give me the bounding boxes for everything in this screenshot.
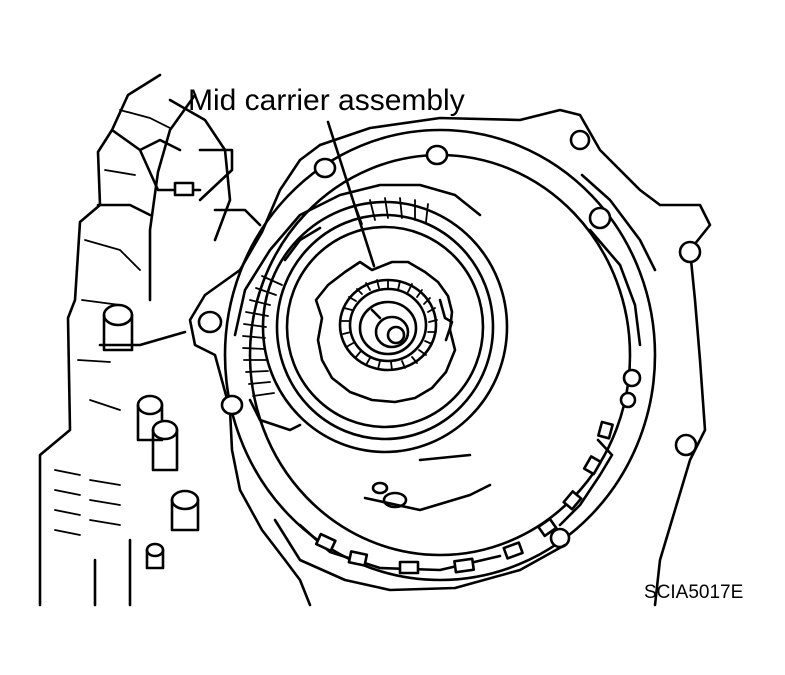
figure-code: SCIA5017E bbox=[644, 582, 744, 603]
left-housing bbox=[38, 73, 262, 607]
callout-label: Mid carrier assembly bbox=[188, 84, 465, 117]
drum-splines bbox=[233, 183, 482, 432]
callout-leader bbox=[326, 120, 376, 268]
mid-carrier-assembly bbox=[261, 200, 509, 454]
case-flange bbox=[188, 108, 712, 607]
gear-teeth bbox=[341, 279, 438, 371]
